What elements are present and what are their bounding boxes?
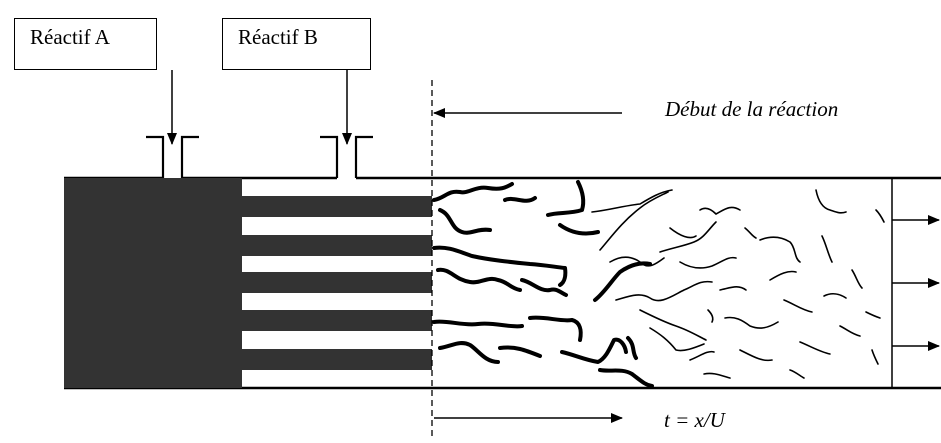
outlet-arrows — [892, 215, 940, 351]
stripe — [242, 196, 432, 217]
inlet-a — [146, 135, 199, 178]
reaction-start-label: Début de la réaction — [665, 97, 839, 121]
stripe — [242, 349, 432, 370]
reactant-b-label: Réactif B — [222, 18, 371, 70]
inlet-b — [320, 135, 373, 178]
reactant-a-label: Réactif A — [14, 18, 157, 70]
reactant-a-text: Réactif A — [30, 25, 110, 49]
time-relation-label: t = x/U — [664, 408, 725, 432]
stripe — [242, 310, 432, 331]
stripe — [242, 272, 432, 293]
turbulent-filaments — [432, 180, 885, 388]
reactant-b-stripes — [242, 196, 432, 370]
reactant-b-text: Réactif B — [238, 25, 318, 49]
stripe — [242, 235, 432, 256]
reactant-a-block — [64, 178, 242, 388]
